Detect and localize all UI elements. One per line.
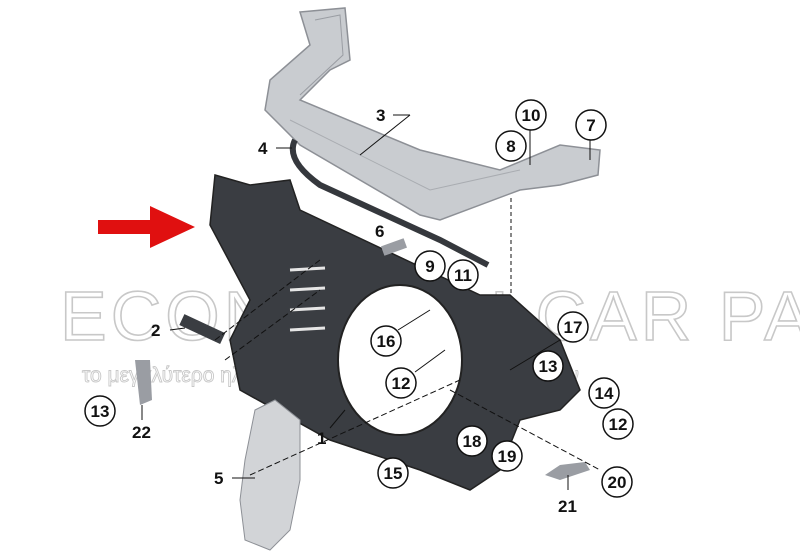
leader-lines (141, 114, 601, 490)
callout-3[interactable]: 3 (376, 106, 385, 125)
callout-11[interactable]: 11 (447, 259, 479, 291)
callout-1[interactable]: 1 (317, 429, 326, 448)
callout-number: 7 (586, 116, 595, 135)
air-duct-part (239, 399, 301, 551)
callout-circle (532, 350, 564, 382)
callout-number: 15 (384, 464, 403, 483)
callout-9[interactable]: 9 (414, 250, 446, 282)
callout-5[interactable]: 5 (214, 469, 223, 488)
callout-circle (588, 377, 620, 409)
callout-7[interactable]: 7 (575, 109, 607, 141)
callout-number: 12 (392, 374, 411, 393)
callout-4[interactable]: 4 (258, 139, 268, 158)
callout-13a[interactable]: 13 (84, 395, 116, 427)
callout-21[interactable]: 21 (558, 497, 577, 516)
seal-part (289, 138, 490, 268)
callout-20[interactable]: 20 (601, 466, 633, 498)
callout-6[interactable]: 6 (375, 222, 384, 241)
callout-10[interactable]: 10 (515, 99, 547, 131)
callout-number: 10 (522, 106, 541, 125)
callout-number: 12 (609, 415, 628, 434)
callout-circle (557, 311, 589, 343)
callout-14[interactable]: 14 (588, 377, 620, 409)
callout-number: 13 (91, 402, 110, 421)
upper-carrier-part (264, 7, 601, 221)
callout-number: 13 (539, 357, 558, 376)
callout-number: 19 (498, 447, 517, 466)
callout-16[interactable]: 16 (370, 325, 402, 357)
callout-circle (575, 109, 607, 141)
callout-circle (602, 408, 634, 440)
callout-2[interactable]: 2 (151, 321, 160, 340)
callout-number: 9 (425, 257, 434, 276)
callout-number: 11 (454, 266, 472, 285)
bracket-20-part (545, 462, 590, 480)
bracket-13-part (135, 360, 152, 405)
callout-circle (377, 457, 409, 489)
callout-15[interactable]: 15 (377, 457, 409, 489)
callout-number: 8 (506, 137, 515, 156)
callout-22[interactable]: 22 (132, 423, 151, 442)
callout-circle (385, 367, 417, 399)
callout-19[interactable]: 19 (491, 440, 523, 472)
callout-17[interactable]: 17 (557, 311, 589, 343)
callout-18[interactable]: 18 (456, 425, 488, 457)
callout-circle (414, 250, 446, 282)
callout-circle (601, 466, 633, 498)
callout-number: 14 (595, 384, 614, 403)
callout-number: 18 (463, 432, 482, 451)
callout-number: 16 (377, 332, 396, 351)
callout-circle (515, 99, 547, 131)
callout-circle (495, 130, 527, 162)
callout-13b[interactable]: 13 (532, 350, 564, 382)
callout-number: 20 (608, 473, 627, 492)
callout-8[interactable]: 8 (495, 130, 527, 162)
callout-12b[interactable]: 12 (602, 408, 634, 440)
callout-circle (370, 325, 402, 357)
callout-circle (447, 259, 479, 291)
callout-number: 17 (564, 318, 583, 337)
clip-6-part (381, 238, 407, 256)
callout-circle (491, 440, 523, 472)
callout-12a[interactable]: 12 (385, 367, 417, 399)
direction-arrow-icon (98, 206, 195, 248)
callout-circle (456, 425, 488, 457)
callout-circle (84, 395, 116, 427)
bracket-2-part (179, 314, 226, 345)
